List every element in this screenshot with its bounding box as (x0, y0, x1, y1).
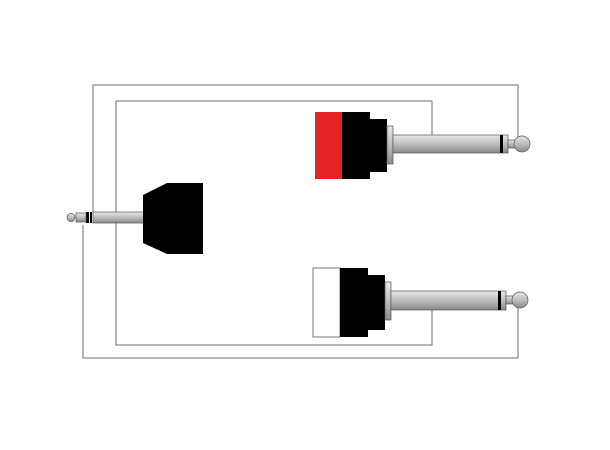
mono-plug-red (315, 112, 531, 179)
red-plug-ring (500, 135, 503, 153)
white-plug-tip (511, 291, 529, 309)
mini-plug-sleeve (75, 212, 87, 223)
white-plug-ring (498, 291, 501, 310)
white-plug-boot (340, 268, 368, 337)
red-plug-boot (342, 112, 370, 179)
white-plug-shaft (390, 290, 507, 311)
red-plug-shaft (392, 134, 509, 154)
white-marker (312, 267, 341, 338)
red-plug-collar (386, 125, 394, 165)
red-plug-tip (513, 135, 531, 153)
mini-plug-tip (66, 213, 76, 222)
stereo-mini-plug (66, 183, 203, 254)
outer-wire (82, 84, 519, 359)
red-marker (315, 112, 342, 179)
mini-plug-shaft (92, 211, 146, 224)
mini-plug-ring (90, 212, 92, 223)
mini-plug-boot (143, 183, 203, 254)
mini-plug-ring (86, 212, 89, 223)
mono-plug-white (312, 267, 529, 338)
red-plug-boot-step (369, 119, 387, 172)
white-plug-boot-step (367, 275, 385, 330)
white-plug-collar (384, 281, 392, 321)
